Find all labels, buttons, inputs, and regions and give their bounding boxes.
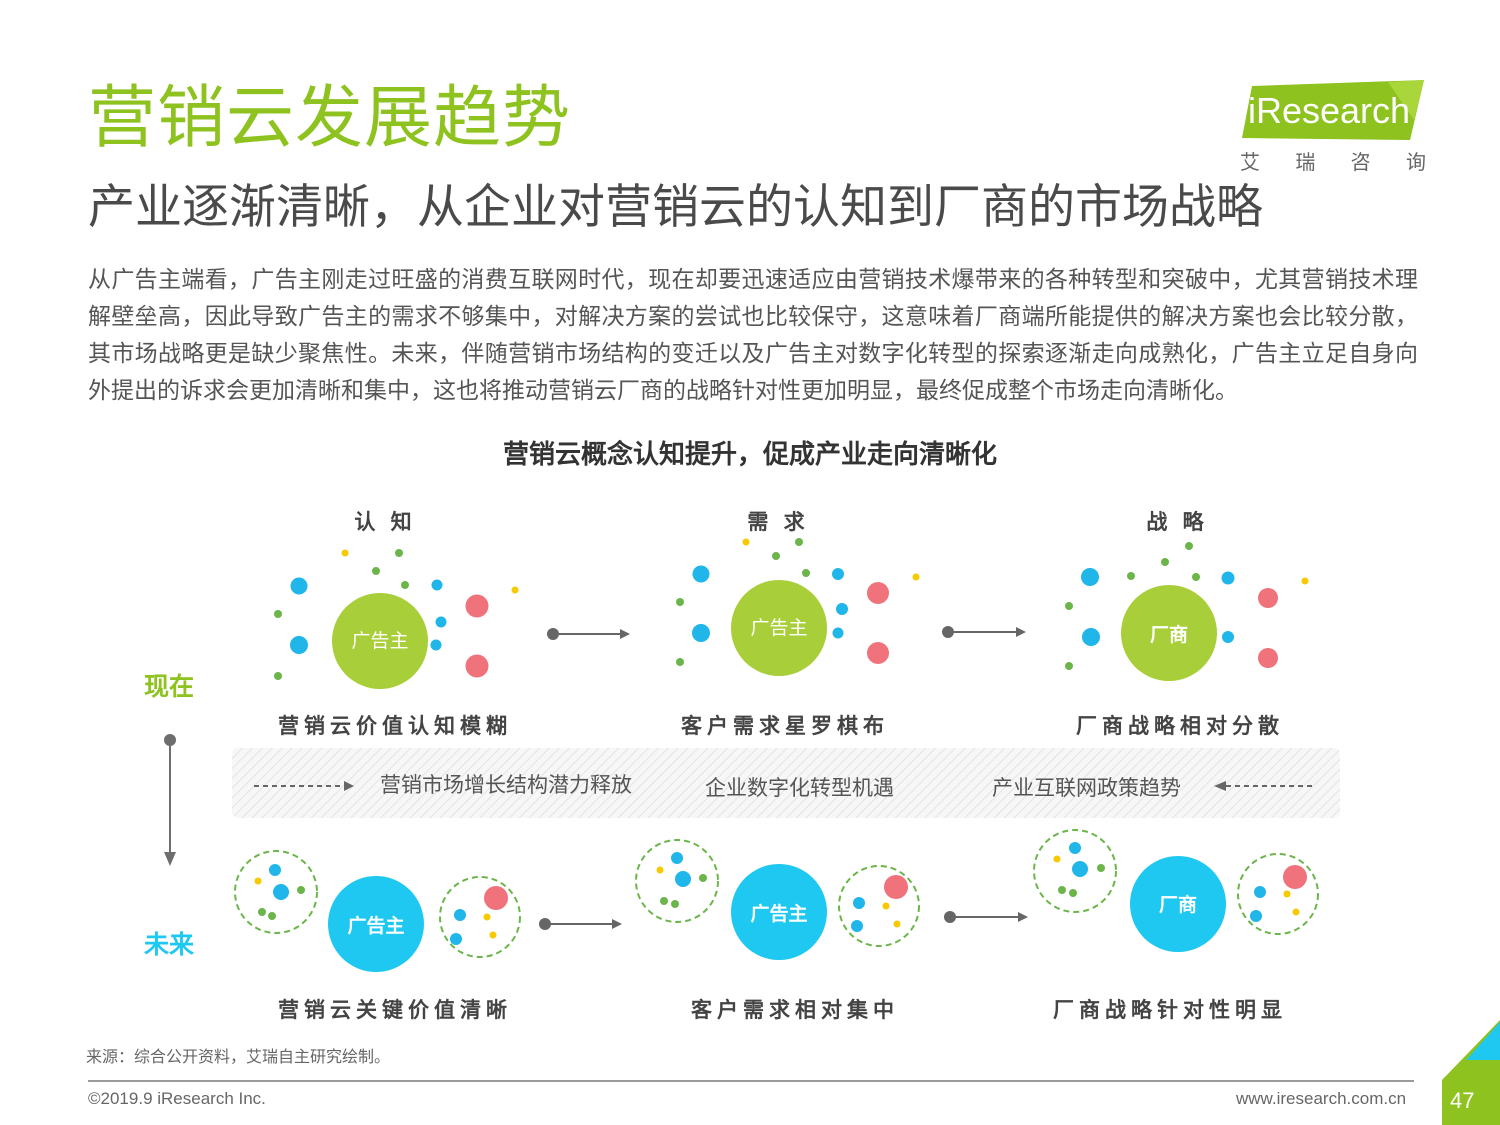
- now-to-future-arrow: [164, 734, 176, 866]
- now-arrow-1: [547, 628, 630, 640]
- main-circle: [1130, 856, 1226, 952]
- future-cluster-demand: [635, 839, 920, 960]
- now-circle-label-3: 厂商: [1149, 624, 1188, 646]
- future-caption-3: 厂商战略针对性明显: [1053, 998, 1287, 1022]
- logo-subtext: 艾 瑞 咨 询: [1240, 146, 1426, 175]
- logo-wordmark: iResearch: [1248, 90, 1411, 131]
- dashed-group-right: [1237, 853, 1319, 935]
- left-dashed-arrow: [254, 781, 354, 791]
- future-cluster-advertiser: [234, 850, 521, 972]
- future-caption-1: 营销云关键价值清晰: [278, 998, 512, 1022]
- website-link[interactable]: www.iresearch.com.cn: [1236, 1089, 1407, 1108]
- driver-industrial-internet-policy: 产业互联网政策趋势: [992, 776, 1181, 800]
- stage-label-demand: 需 求: [747, 510, 809, 534]
- source-note: 来源：综合公开资料，艾瑞自主研究绘制。: [86, 1047, 391, 1066]
- right-dashed-arrow: [1214, 781, 1314, 791]
- future-cluster-strategy: [1033, 829, 1319, 952]
- dashed-group-left: [635, 839, 719, 923]
- main-circle: [731, 580, 827, 676]
- now-caption-1: 营销云价值认知模糊: [278, 714, 512, 738]
- drivers-band: [232, 748, 1340, 818]
- dashed-group-right: [838, 865, 920, 947]
- future-circle-label-3: 厂商: [1158, 894, 1197, 916]
- dashed-group-left: [234, 850, 318, 934]
- logo-char: 艾: [1240, 150, 1260, 174]
- future-label: 未来: [144, 930, 195, 959]
- future-circle-label-2: 广告主: [750, 903, 808, 925]
- corner-decoration: [1442, 1020, 1500, 1125]
- main-circle: [1121, 585, 1217, 681]
- logo-char: 询: [1405, 150, 1426, 174]
- logo-char: 咨: [1350, 150, 1371, 174]
- main-circle: [731, 864, 827, 960]
- page-subtitle: 产业逐渐清晰，从企业对营销云的认知到厂商的市场战略: [88, 180, 1263, 235]
- future-arrow-2: [944, 911, 1028, 923]
- now-arrow-2: [942, 626, 1026, 638]
- page-number: 47: [1450, 1088, 1475, 1113]
- now-cluster-advertiser: [274, 549, 519, 689]
- logo-char: 瑞: [1295, 150, 1316, 174]
- driver-market-growth: 营销市场增长结构潜力释放: [380, 773, 632, 797]
- stage-label-strategy: 战 略: [1146, 510, 1208, 534]
- now-caption-3: 厂商战略相对分散: [1076, 714, 1284, 738]
- driver-digital-transformation: 企业数字化转型机遇: [705, 776, 894, 800]
- copyright: ©2019.9 iResearch Inc.: [88, 1089, 266, 1108]
- stage-label-cognition: 认 知: [354, 510, 416, 534]
- main-circle: [328, 876, 424, 972]
- future-caption-2: 客户需求相对集中: [691, 998, 899, 1022]
- now-cluster-demand: [676, 538, 920, 676]
- body-paragraph: 从广告主端看，广告主刚走过旺盛的消费互联网时代，现在却要迅速适应由营销技术爆带来…: [88, 267, 1418, 404]
- logo-banner-shape: [1242, 80, 1424, 140]
- future-arrow-1: [539, 918, 622, 930]
- now-circle-label-1: 广告主: [351, 630, 409, 652]
- dashed-group-left: [1033, 829, 1117, 913]
- now-caption-2: 客户需求星罗棋布: [681, 714, 889, 738]
- now-circle-label-2: 广告主: [750, 617, 808, 639]
- diagram-title: 营销云概念认知提升，促成产业走向清晰化: [502, 440, 997, 470]
- future-circle-label-1: 广告主: [347, 915, 405, 937]
- iresearch-logo: iResearch 艾 瑞 咨 询: [1238, 80, 1426, 174]
- page-title: 营销云发展趋势: [88, 79, 572, 158]
- now-label: 现在: [144, 672, 195, 701]
- dashed-group-right: [439, 876, 521, 958]
- footer-divider: [88, 1080, 1414, 1082]
- main-circle: [332, 593, 428, 689]
- now-cluster-strategy: [1065, 542, 1309, 681]
